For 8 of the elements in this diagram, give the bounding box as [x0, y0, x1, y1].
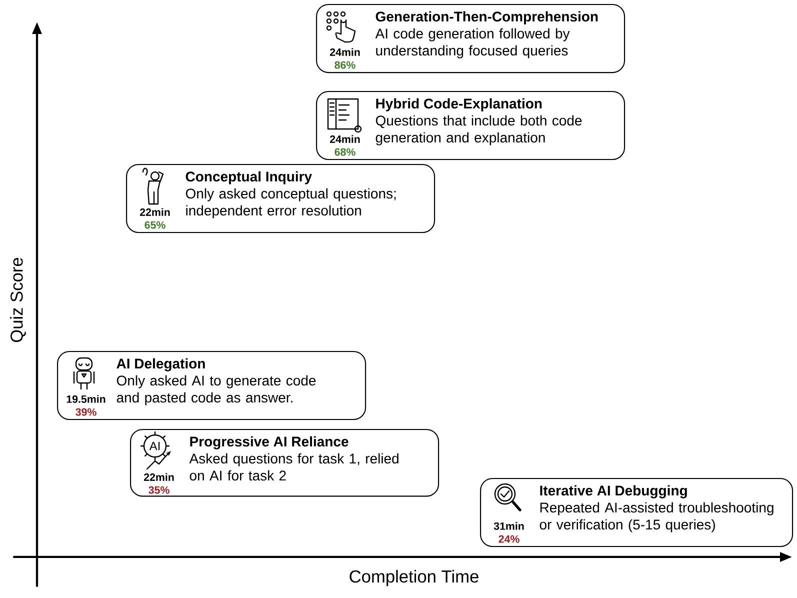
strategy-box: 19.5min 39% AI Delegation Only asked AI to generate code and pasted code as answer. — [57, 351, 366, 420]
axis-title: Completion Time — [350, 570, 478, 586]
strategy-box: AI 22min 35% Progressive AI Reliance Asked questions for task 1, relied on AI for task 2 — [130, 429, 440, 497]
axis-title: Quiz Score — [10, 258, 26, 342]
strategy-box: 24min 68% Hybrid Code-Explanation Questions that include both code generation and explanation — [316, 91, 626, 160]
strategy-box: 22min 65% Conceptual Inquiry Only asked conceptual questions; independent error resolution — [126, 164, 436, 234]
strategy-box: 24min 86% Generation-Then-Comprehension AI code generation followed by understanding focused queries — [316, 4, 626, 74]
strategy-box: 31min 24% Iterative AI Debugging Repeated AI-assisted troubleshooting or verification (5-15 queries) — [480, 478, 794, 548]
